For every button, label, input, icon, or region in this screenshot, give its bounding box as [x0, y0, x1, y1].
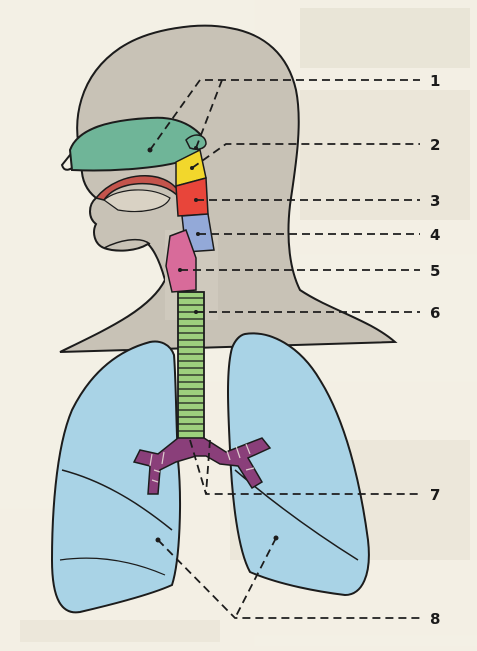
label-6: 6: [430, 304, 440, 322]
trachea: [178, 292, 204, 442]
label-5: 5: [430, 262, 440, 280]
label-3: 3: [430, 192, 440, 210]
label-1: 1: [430, 72, 440, 90]
label-8: 8: [430, 610, 440, 628]
label-2: 2: [430, 136, 440, 154]
label-7: 7: [430, 486, 440, 504]
label-4: 4: [430, 226, 440, 244]
